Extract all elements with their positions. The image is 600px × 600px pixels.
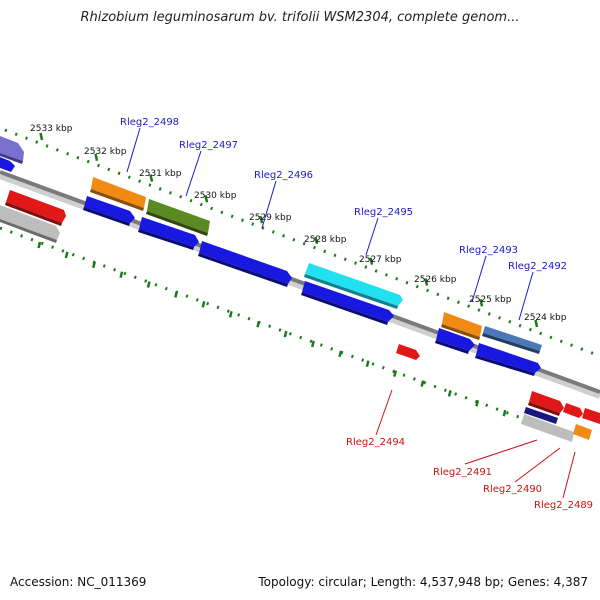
tick-mark [64,251,69,259]
tick-mark [92,261,96,269]
leader-line-rleg2-2489 [562,451,576,499]
tick-mark [94,153,99,162]
leader-line-rleg2-2495 [365,217,379,256]
leader-line-rleg2-2496 [261,180,277,229]
tick-mark [314,236,319,245]
kbp-label: 2530 kbp [194,191,237,201]
tick-mark [534,319,539,328]
kbp-label: 2532 kbp [84,147,127,157]
leader-line-rleg2-2493 [471,255,487,303]
leader-line-rleg2-2497 [185,150,202,197]
leader-line-rleg2-2490 [514,447,561,483]
gene-red[interactable] [5,190,66,226]
tick-mark [37,241,42,249]
kbp-label: 2526 kbp [414,275,457,285]
gene-orange-2493[interactable] [441,312,482,340]
gene-label-rleg2-2489[interactable]: Rleg2_2489 [534,500,593,511]
tick-mark [204,195,209,203]
leader-line-rleg2-2498 [126,127,141,173]
gene-orange-2489[interactable] [573,424,592,440]
gene-grey[interactable] [0,205,60,243]
tick-mark [365,360,370,368]
tick-mark [39,132,44,141]
gene-label-rleg2-2497[interactable]: Rleg2_2497 [179,140,238,151]
kbp-label: 2529 kbp [249,213,292,223]
kbp-label: 2531 kbp [139,169,182,179]
gene-label-rleg2-2496[interactable]: Rleg2_2496 [254,170,313,181]
gene-label-rleg2-2493[interactable]: Rleg2_2493 [459,245,518,256]
tick-mark [149,174,154,182]
tick-mark [369,257,374,265]
tick-mark [420,380,425,387]
gene-blue[interactable] [0,157,15,172]
gene-blue[interactable] [435,328,475,354]
gene-grey-2490[interactable] [521,414,574,442]
tick-mark [338,350,343,358]
gene-orange-2498[interactable] [90,177,146,211]
gene-blue[interactable] [83,196,135,226]
gene-blue[interactable] [301,281,394,325]
leader-line-rleg2-2494 [375,389,393,436]
kbp-label: 2524 kbp [524,313,567,323]
gene-label-rleg2-2492[interactable]: Rleg2_2492 [508,261,567,272]
gene-label-rleg2-2494[interactable]: Rleg2_2494 [346,437,405,448]
tick-mark [393,370,398,377]
tick-mark [259,215,264,224]
gene-lavender[interactable] [0,136,24,164]
tick-mark [424,278,429,286]
outer-ticks [39,132,539,328]
tick-mark [256,320,261,328]
gene-red[interactable] [563,403,583,418]
gene-olive-2497[interactable] [146,199,210,236]
gene-label-rleg2-2498[interactable]: Rleg2_2498 [120,117,179,128]
gene-cyan-2495[interactable] [304,263,403,309]
gene-label-rleg2-2491[interactable]: Rleg2_2491 [433,467,492,478]
map-title: Rhizobium leguminosarum bv. trifolii WSM… [80,10,520,25]
gene-blue-2496[interactable] [198,241,292,287]
gene-label-rleg2-2490[interactable]: Rleg2_2490 [483,484,542,495]
tick-mark [201,301,206,308]
tick-mark [283,330,288,338]
tick-mark [310,340,315,348]
outer-dotted-track [4,128,600,358]
accession-text: Accession: NC_011369 [10,575,147,589]
inner-dotted-track [0,226,561,434]
gene-red[interactable] [528,391,564,416]
gene-navy-2491[interactable] [524,407,558,424]
genome-summary-text: Topology: circular; Length: 4,537,948 bp… [258,575,588,589]
leader-line-rleg2-2492 [518,271,534,321]
gene-blue[interactable] [475,343,541,376]
gene-blue[interactable] [138,217,199,250]
tick-mark [447,390,452,397]
kbp-label: 2525 kbp [469,295,512,305]
kbp-label: 2533 kbp [30,124,73,134]
gene-red-2494[interactable] [396,344,420,360]
leader-line-rleg2-2491 [464,439,538,465]
tick-mark [146,281,151,288]
tick-mark [502,409,507,417]
tick-mark [479,298,484,307]
tick-mark [475,400,480,407]
gene-label-rleg2-2495[interactable]: Rleg2_2495 [354,207,413,218]
kbp-label: 2527 kbp [359,255,402,265]
gene-steel-2492[interactable] [482,326,542,354]
tick-mark [174,291,179,298]
tick-mark [119,271,124,278]
gene-red[interactable] [582,408,600,424]
kbp-label: 2528 kbp [304,235,347,245]
tick-mark [228,310,233,318]
